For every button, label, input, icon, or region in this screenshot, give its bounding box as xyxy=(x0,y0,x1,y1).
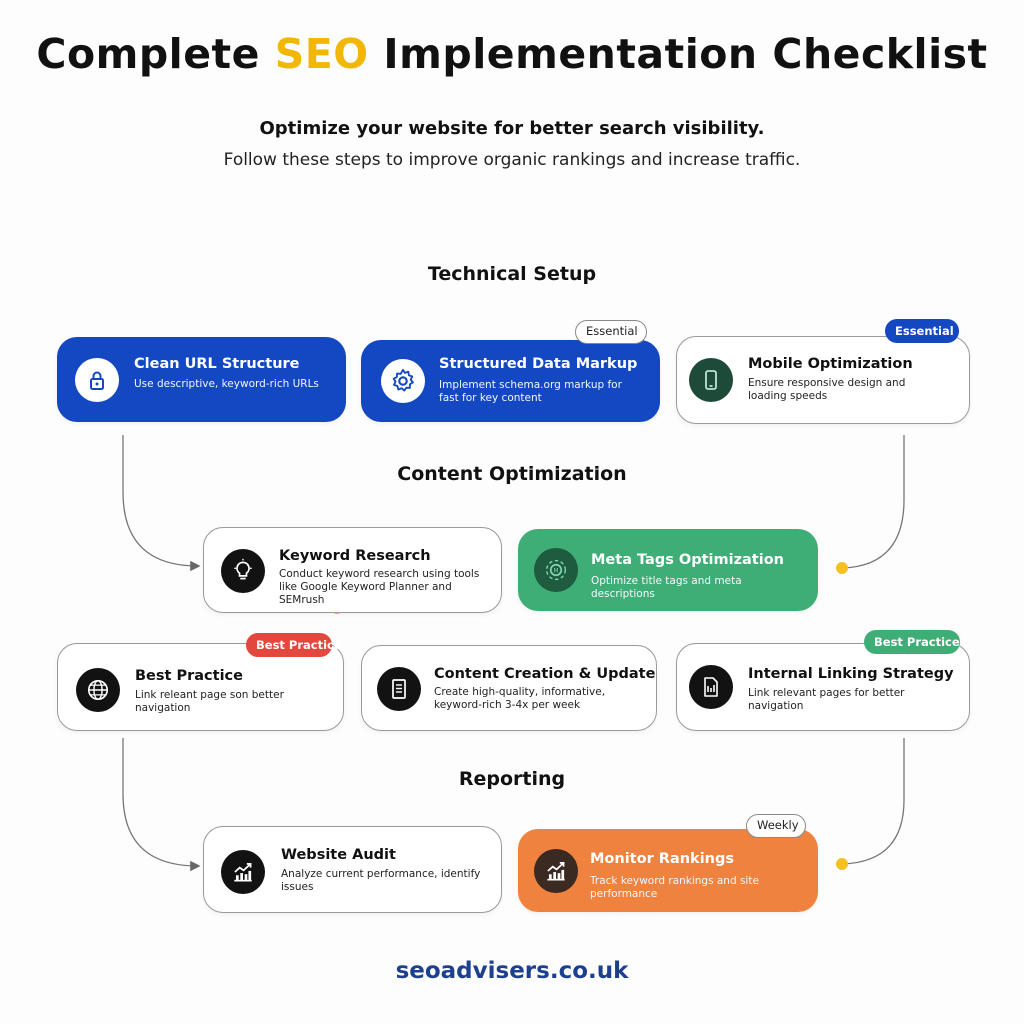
growth-chart-icon xyxy=(534,849,578,893)
section-heading-technical: Technical Setup xyxy=(427,263,597,285)
card-title: Keyword Research xyxy=(279,548,431,564)
card-title: Meta Tags Optimization xyxy=(591,552,784,568)
card-title: Structured Data Markup xyxy=(439,356,638,372)
tag-gear-icon: M xyxy=(534,548,578,592)
page-title: Complete SEO Implementation Checklist xyxy=(36,30,988,78)
connector-dot xyxy=(836,562,848,574)
card-title: Best Practice xyxy=(135,668,243,684)
card-description: Create high-quality, informative, keywor… xyxy=(434,686,606,711)
card-title: Clean URL Structure xyxy=(134,356,300,372)
card-structured-data-markup[interactable]: Structured Data Markup Implement schema.… xyxy=(361,340,660,422)
document-icon xyxy=(377,667,421,711)
card-description: Ensure responsive design and loading spe… xyxy=(748,377,906,402)
connector-left-bottom xyxy=(122,738,201,872)
connector-right-top xyxy=(841,435,905,569)
badge-best-practice: Best Practice xyxy=(864,630,960,654)
card-clean-url-structure[interactable]: Clean URL Structure Use descriptive, key… xyxy=(57,337,346,422)
card-title: Internal Linking Strategy xyxy=(748,666,954,682)
card-title: Content Creation & Update xyxy=(434,666,656,682)
page-subtext: Follow these steps to improve organic ra… xyxy=(223,150,801,170)
card-monitor-rankings[interactable]: Monitor Rankings Track keyword rankings … xyxy=(518,829,818,912)
title-accent: SEO xyxy=(274,30,369,78)
svg-text:M: M xyxy=(553,568,558,574)
card-description: Track keyword rankings and site performa… xyxy=(590,875,759,900)
card-title: Mobile Optimization xyxy=(748,356,913,372)
card-description: Link releant page son better navigation xyxy=(135,689,284,714)
card-content-creation-update[interactable]: Content Creation & Update Create high-qu… xyxy=(361,645,657,731)
card-description: Implement schema.org markup for fast for… xyxy=(439,379,622,404)
gear-icon xyxy=(381,359,425,403)
page-subtitle: Optimize your website for better search … xyxy=(259,118,765,139)
footer-url[interactable]: seoadvisers.co.uk xyxy=(395,958,629,984)
badge-best-practice: Best Practice xyxy=(246,633,342,657)
card-description: Use descriptive, keyword-rich URLs xyxy=(134,378,319,390)
card-description: Link relevant pages for better navigatio… xyxy=(748,687,905,712)
connector-left-top xyxy=(122,435,201,572)
globe-icon xyxy=(76,668,120,712)
badge-essential: Essential xyxy=(885,319,959,343)
chart-document-icon xyxy=(689,665,733,709)
card-keyword-research[interactable]: Keyword Research Conduct keyword researc… xyxy=(203,527,502,613)
growth-chart-icon xyxy=(221,850,265,894)
card-mobile-optimization[interactable]: Mobile Optimization Ensure responsive de… xyxy=(676,336,970,424)
card-website-audit[interactable]: Website Audit Analyze current performanc… xyxy=(203,826,502,913)
card-title: Website Audit xyxy=(281,847,396,863)
card-description: Optimize title tags and meta description… xyxy=(591,575,742,600)
card-internal-linking-strategy[interactable]: Internal Linking Strategy Link relevant … xyxy=(676,643,970,731)
lock-icon xyxy=(75,358,119,402)
section-heading-content: Content Optimization xyxy=(397,463,627,485)
card-description: Conduct keyword research using tools lik… xyxy=(279,568,480,606)
card-best-practice[interactable]: Best Practice Link releant page son bett… xyxy=(57,643,344,731)
badge-weekly: Weekly xyxy=(746,814,806,838)
section-heading-reporting: Reporting xyxy=(458,768,566,790)
lightbulb-icon xyxy=(221,549,265,593)
badge-essential: Essential xyxy=(575,320,647,344)
connector-right-bottom xyxy=(841,738,905,865)
card-meta-tags-optimization[interactable]: M Meta Tags Optimization Optimize title … xyxy=(518,529,818,611)
card-title: Monitor Rankings xyxy=(590,851,734,867)
connector-dot xyxy=(836,858,848,870)
card-description: Analyze current performance, identify is… xyxy=(281,868,481,893)
smartphone-icon xyxy=(689,358,733,402)
